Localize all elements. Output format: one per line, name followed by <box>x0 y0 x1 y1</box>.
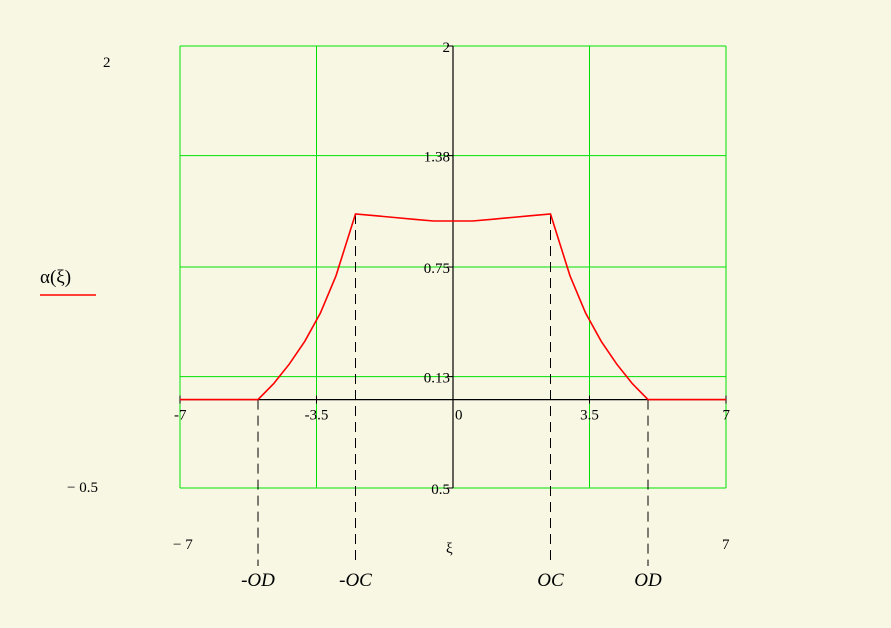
y-tick-label: 1.38 <box>424 150 450 166</box>
y-tick-label: 0.13 <box>424 371 450 387</box>
y-min-outer-label: − 0.5 <box>67 480 98 496</box>
y-max-outer-label: 2 <box>103 55 111 71</box>
marker-label: OC <box>537 570 564 591</box>
y-axis-label: α(ξ) <box>40 267 71 288</box>
marker-label: OD <box>634 570 662 591</box>
data-series <box>180 213 726 401</box>
x-tick-label: 3.5 <box>580 408 599 424</box>
x-tick-label: -7 <box>174 408 187 424</box>
marker-label: -OC <box>339 570 372 591</box>
x-tick-label: -3.5 <box>305 408 329 424</box>
chart-background <box>8 6 883 622</box>
marker-lines: -OD -OC OC OD <box>241 213 662 591</box>
x-tick-label: 7 <box>723 408 731 424</box>
marker-label: -OD <box>241 570 275 591</box>
y-tick-label: 0.75 <box>424 261 450 277</box>
x-axis-label: ξ <box>446 541 453 557</box>
x-max-outer-label: 7 <box>722 537 730 553</box>
x-min-outer-label: − 7 <box>173 537 193 553</box>
alpha-curve <box>180 213 726 401</box>
axes <box>179 45 727 489</box>
x-tick-label: 0 <box>455 408 463 424</box>
tick-labels: -7 -3.5 0 3.5 7 2 1.38 0.75 0.13 0.5 <box>174 40 731 498</box>
y-tick-label: 0.5 <box>431 482 450 498</box>
y-tick-label: 2 <box>443 40 451 56</box>
